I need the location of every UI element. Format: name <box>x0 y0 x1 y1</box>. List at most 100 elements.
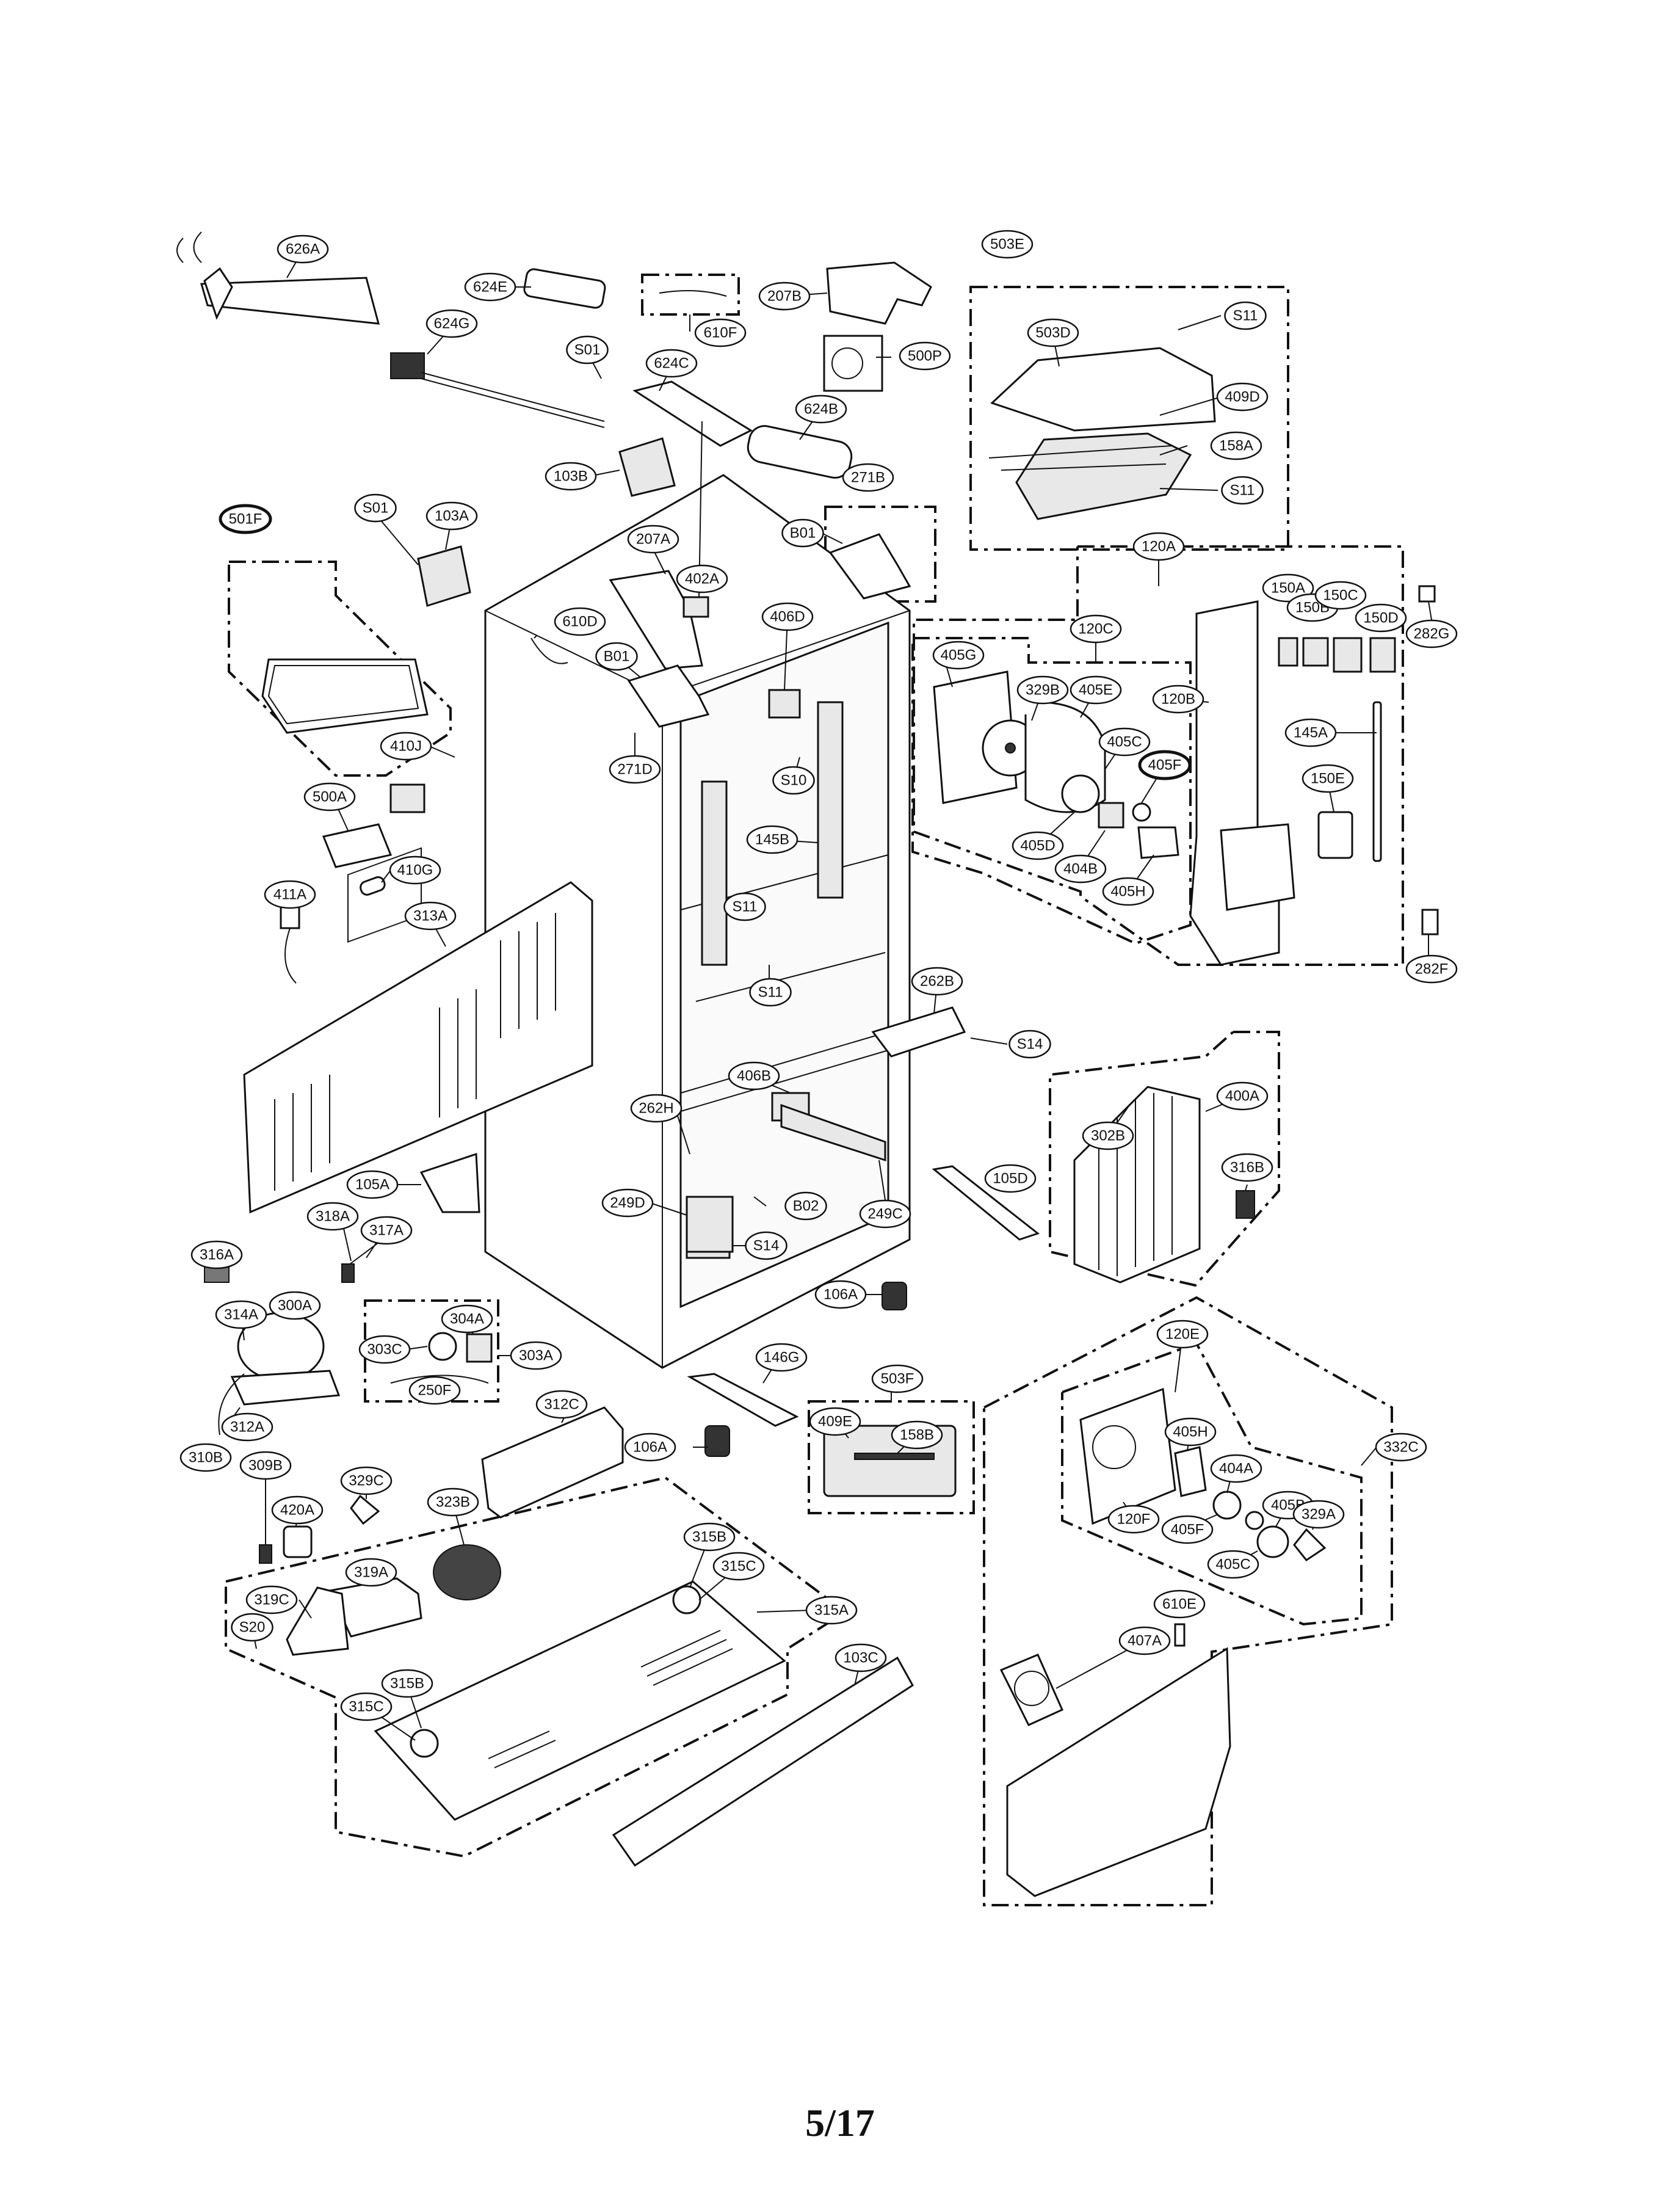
callout-text: 207B <box>767 288 802 305</box>
callout-300a: 300A <box>269 1291 321 1320</box>
callout-bubble <box>545 462 597 491</box>
callout-314a: 314A <box>215 1300 267 1329</box>
callout-text: 315B <box>692 1529 726 1545</box>
callout-406b: 406B <box>728 1061 780 1091</box>
callout-text: 624B <box>804 401 838 418</box>
callout-text: 314A <box>224 1307 258 1323</box>
callout-bubble <box>245 1585 298 1614</box>
callout-106a: 106A <box>814 1280 867 1309</box>
callout-text: 407A <box>1128 1633 1162 1649</box>
callout-407a: 407A <box>1118 1626 1171 1655</box>
callout-404b: 404B <box>1054 854 1107 884</box>
callout-610e: 610E <box>1153 1589 1206 1619</box>
callout-bubble <box>899 341 951 371</box>
callout-text: 411A <box>273 887 306 903</box>
frame-120C <box>911 637 1192 945</box>
callout-bubble <box>911 967 963 996</box>
callout-271d: 271D <box>609 755 661 784</box>
callout-624b: 624B <box>795 394 847 424</box>
callout-bubble <box>1054 854 1107 884</box>
callout-bubble <box>358 1335 411 1364</box>
callout-bubble <box>755 1343 808 1372</box>
callout-text: 404B <box>1063 861 1098 877</box>
callout-150c: 150C <box>1314 581 1367 610</box>
callout-bubble <box>1138 750 1192 780</box>
callout-bubble <box>239 1451 292 1480</box>
callout-b01: B01 <box>781 518 824 548</box>
callout-text: 323B <box>436 1494 470 1511</box>
callout-text: 329C <box>349 1473 383 1489</box>
callout-120b: 120B <box>1152 685 1204 714</box>
callout-120f: 120F <box>1107 1505 1160 1534</box>
callout-text: 262H <box>639 1100 673 1117</box>
callout-text: B01 <box>604 648 630 665</box>
callout-bubble <box>1012 831 1064 860</box>
callout-text: 315A <box>814 1602 849 1619</box>
callout-bubble <box>1405 954 1458 984</box>
callout-text: 409E <box>818 1414 852 1430</box>
callout-text: 250F <box>418 1382 452 1399</box>
callout-text: 420A <box>280 1502 314 1519</box>
callout-bubble <box>859 1199 911 1229</box>
callout-312a: 312A <box>221 1412 273 1442</box>
callout-text: 106A <box>824 1287 858 1303</box>
callout-text: S11 <box>758 984 783 1001</box>
callout-text: 405D <box>1020 838 1055 854</box>
callout-bubble <box>464 272 516 302</box>
callout-158b: 158B <box>891 1420 943 1450</box>
callout-bubble <box>627 525 679 554</box>
frame-332C <box>983 1296 1393 1906</box>
callout-bubble <box>981 230 1034 259</box>
callout-text: 405E <box>1079 682 1113 699</box>
callout-409d: 409D <box>1216 382 1269 412</box>
callout-text: 329A <box>1302 1506 1336 1523</box>
callout-text: 158B <box>900 1427 934 1444</box>
callout-text: 626A <box>286 241 320 258</box>
callout-bubble <box>554 607 606 636</box>
callout-404a: 404A <box>1210 1454 1262 1483</box>
callout-text: 503F <box>881 1371 914 1387</box>
callout-bubble <box>381 1669 433 1698</box>
callout-s14: S14 <box>745 1231 788 1260</box>
callout-text: 309B <box>248 1458 283 1474</box>
callout-624g: 624G <box>425 309 478 338</box>
callout-bubble <box>814 1280 867 1309</box>
callout-302b: 302B <box>1082 1121 1134 1150</box>
callout-bubble <box>1082 1121 1134 1150</box>
callout-bubble <box>835 1643 887 1672</box>
callout-bubble <box>1216 382 1269 412</box>
callout-text: 312A <box>230 1419 264 1436</box>
callout-405c: 405C <box>1207 1550 1259 1579</box>
callout-text: S14 <box>753 1238 780 1254</box>
callout-text: 405H <box>1173 1424 1208 1440</box>
callout-bubble <box>1221 476 1264 505</box>
callout-labels: 626A624E207B610F500P624G624CS01624B103B5… <box>179 230 1458 1721</box>
callout-329a: 329A <box>1292 1500 1345 1529</box>
callout-315c: 315C <box>712 1552 765 1581</box>
callout-bubble <box>805 1596 858 1625</box>
callout-text: 610D <box>562 614 597 630</box>
callout-bubble <box>595 642 638 671</box>
callout-text: B02 <box>793 1198 819 1215</box>
callout-503f: 503F <box>871 1364 924 1393</box>
callout-405h: 405H <box>1164 1417 1217 1447</box>
callout-text: 316B <box>1230 1160 1264 1176</box>
callout-624e: 624E <box>464 272 516 302</box>
callout-bubble <box>1107 1505 1160 1534</box>
callout-103c: 103C <box>835 1643 887 1672</box>
callout-text: 271D <box>617 761 652 778</box>
callout-309b: 309B <box>239 1451 292 1480</box>
callout-bubble <box>1016 675 1069 705</box>
vent-slots-313A <box>274 913 556 1191</box>
callout-405d: 405D <box>1012 831 1064 860</box>
callout-bubble <box>746 825 798 854</box>
callout-bubble <box>566 335 609 365</box>
callout-282g: 282G <box>1405 619 1458 648</box>
callout-303c: 303C <box>358 1335 411 1364</box>
callout-bubble <box>354 493 397 523</box>
callout-411a: 411A <box>264 880 316 909</box>
callout-bubble <box>360 1216 413 1245</box>
callout-bubble <box>1098 727 1151 757</box>
callout-503e: 503E <box>981 230 1034 259</box>
